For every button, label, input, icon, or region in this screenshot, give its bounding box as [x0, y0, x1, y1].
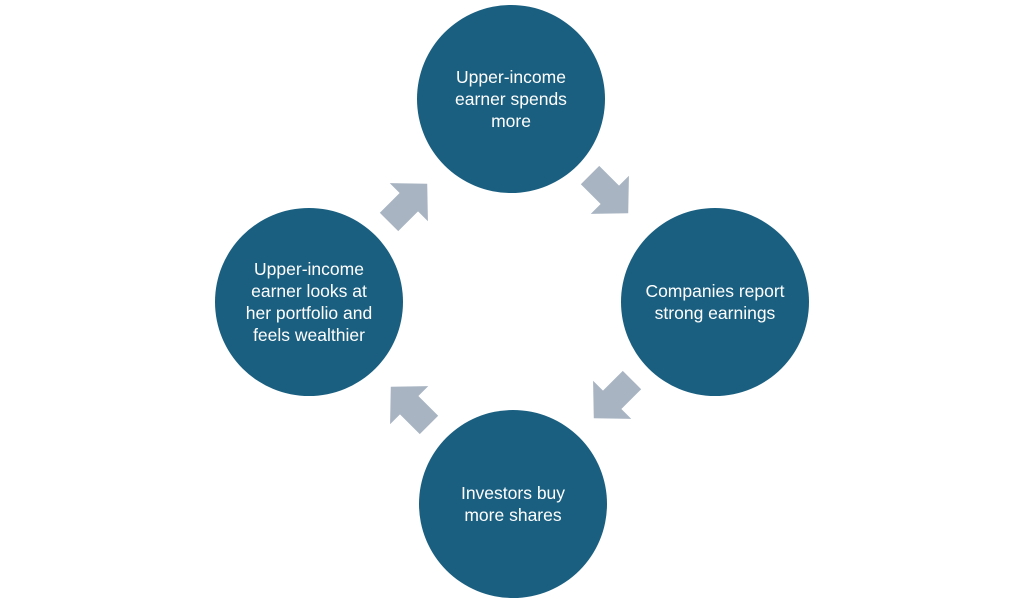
node-feels-wealthier-label: Upper-income earner looks at her portfol… [245, 259, 373, 345]
arrow-left-to-top [379, 183, 428, 232]
node-buy-shares-label: Investors buy more shares [460, 483, 566, 525]
node-spends-more-label: Upper-income earner spends more [455, 67, 567, 131]
node-strong-earnings: Companies report strong earnings [621, 208, 809, 396]
arrow-bottom-to-left [390, 386, 439, 435]
node-feels-wealthier: Upper-income earner looks at her portfol… [215, 208, 403, 396]
node-buy-shares: Investors buy more shares [419, 410, 607, 598]
node-strong-earnings-label: Companies report strong earnings [645, 281, 785, 323]
node-spends-more: Upper-income earner spends more [417, 5, 605, 193]
arrow-top-to-right [580, 165, 629, 214]
arrow-right-to-bottom [593, 370, 642, 419]
